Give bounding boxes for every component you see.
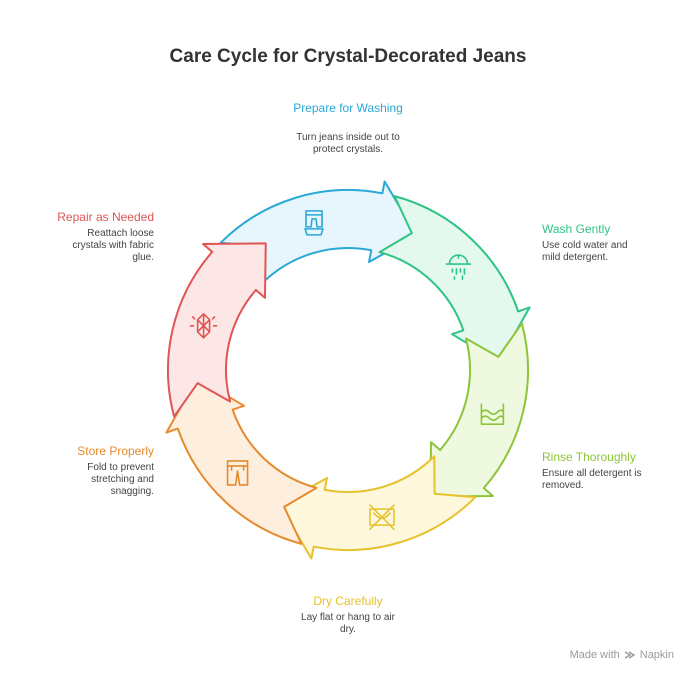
water-basin-icon xyxy=(480,403,505,425)
step-5-title: Store Properly xyxy=(77,444,154,458)
step-1-description: Turn jeans inside out to protect crystal… xyxy=(296,132,400,155)
step-2-title: Wash Gently xyxy=(542,222,611,236)
step-3-title: Rinse Thoroughly xyxy=(542,450,636,464)
cycle-arrows xyxy=(165,180,531,560)
made-with-label: Made with xyxy=(569,649,620,661)
shower-icon xyxy=(445,254,472,280)
do-not-tumble-dry-icon xyxy=(369,504,395,530)
step-4-description: Lay flat or hang to air dry. xyxy=(301,612,395,635)
shorts-icon xyxy=(226,460,249,486)
crystal-icon-shape xyxy=(189,313,218,339)
step-4-title: Dry Carefully xyxy=(313,594,383,608)
footer: Made with Napkin xyxy=(570,649,674,661)
diagram-title: Care Cycle for Crystal-Decorated Jeans xyxy=(169,46,527,67)
step-6-arrow xyxy=(167,242,267,418)
do-not-tumble-dry-icon-shape xyxy=(369,504,395,530)
water-basin-icon-shape xyxy=(480,403,505,425)
jeans-inside-out-icon xyxy=(304,210,324,236)
crystal-icon xyxy=(189,313,218,339)
shower-icon-shape xyxy=(445,254,472,280)
jeans-inside-out-icon-shape xyxy=(304,210,324,236)
step-5-description: Fold to prevent stretching and snagging. xyxy=(87,462,154,497)
step-1-title: Prepare for Washing xyxy=(293,101,403,115)
shorts-icon-shape xyxy=(226,460,249,486)
step-6-title: Repair as Needed xyxy=(57,210,154,224)
step-3-description: Ensure all detergent is removed. xyxy=(542,468,642,491)
step-3-arrow xyxy=(429,322,529,498)
step-2-description: Use cold water and mild detergent. xyxy=(542,240,628,263)
cycle-icons xyxy=(189,210,505,530)
napkin-brand: Napkin xyxy=(639,649,674,661)
napkin-logo-icon xyxy=(624,651,636,659)
step-6-description: Reattach loose crystals with fabric glue… xyxy=(72,228,154,263)
